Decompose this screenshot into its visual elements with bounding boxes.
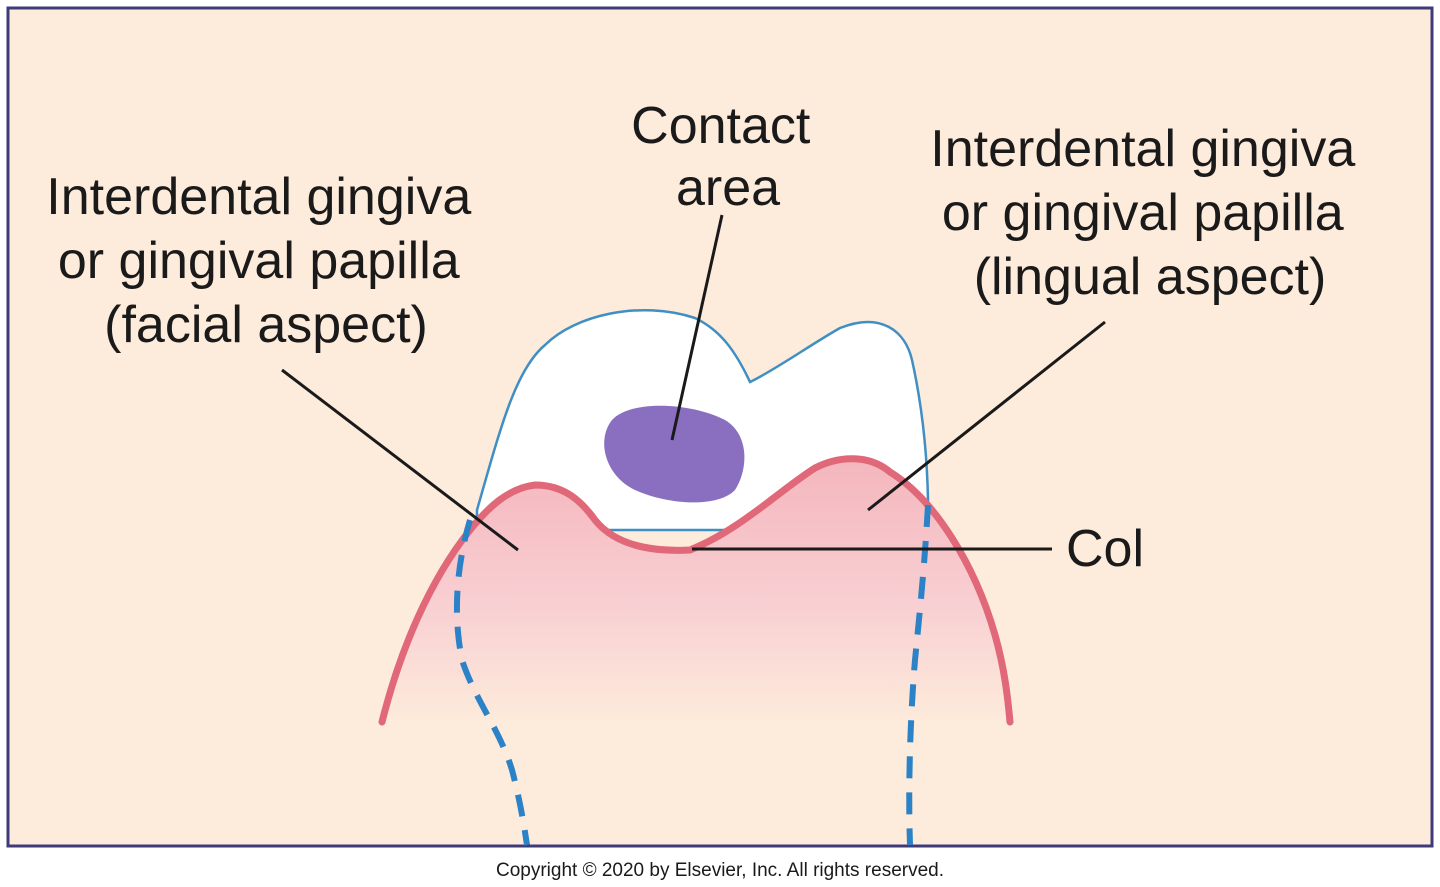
- gingiva: [382, 458, 1010, 722]
- leader-lingual: [867, 320, 1106, 512]
- label-contact-area: Contact area: [631, 97, 825, 217]
- label-lingual-line-2: or gingival papilla: [942, 184, 1344, 242]
- label-lingual-aspect: Interdental gingiva or gingival papilla …: [930, 120, 1369, 306]
- label-facial-line-1: Interdental gingiva: [46, 168, 471, 226]
- label-contact-area-line-2: area: [676, 159, 780, 217]
- contact-area-shape: [604, 405, 745, 503]
- leader-contact-area: [670, 214, 724, 441]
- gingival-margin-line: [378, 455, 1014, 726]
- label-lingual-line-3: (lingual aspect): [974, 248, 1327, 306]
- root-outline-lingual: [906, 504, 931, 846]
- root-outline-facial: [453, 519, 530, 846]
- leader-facial: [281, 368, 519, 552]
- label-col: Col: [1066, 520, 1144, 578]
- label-facial-line-2: or gingival papilla: [58, 232, 460, 290]
- label-facial-line-3: (facial aspect): [104, 296, 428, 354]
- label-lingual-line-1: Interdental gingiva: [930, 120, 1355, 178]
- label-contact-area-line-1: Contact: [631, 97, 811, 155]
- copyright-notice: Copyright © 2020 by Elsevier, Inc. All r…: [496, 860, 944, 881]
- label-facial-aspect: Interdental gingiva or gingival papilla …: [46, 168, 485, 354]
